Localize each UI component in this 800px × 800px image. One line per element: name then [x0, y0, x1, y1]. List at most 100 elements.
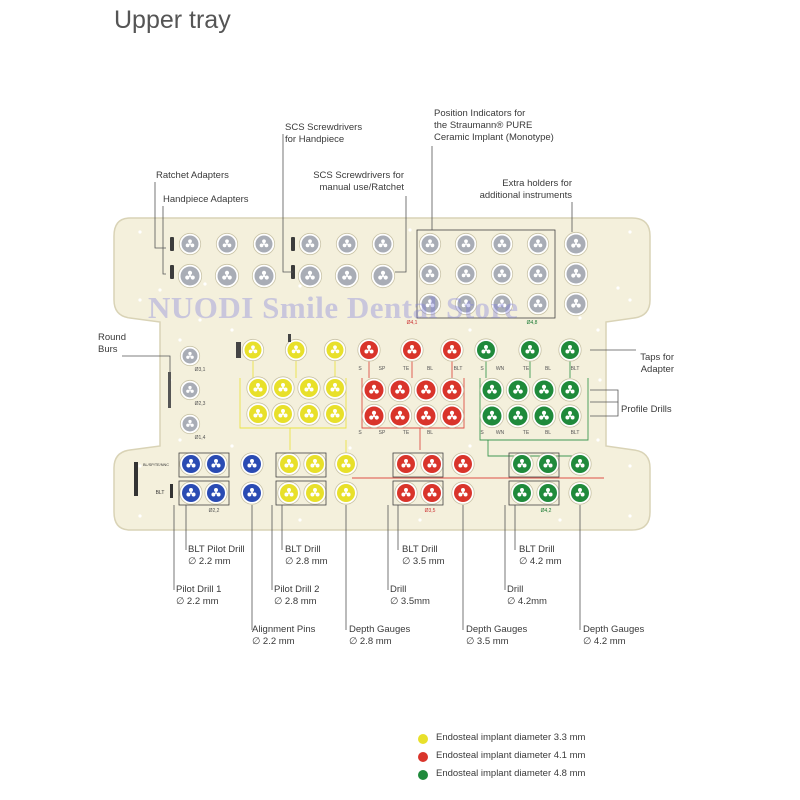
slot-notch: [187, 270, 193, 275]
slot-notch: [190, 355, 194, 359]
red-slot: [357, 338, 381, 362]
slot-notch: [347, 275, 352, 280]
slot-notch: [432, 463, 437, 468]
slot-notch: [489, 384, 495, 389]
green-slot: [558, 404, 582, 428]
slot-notch: [533, 273, 538, 278]
tray-label: TE: [403, 366, 410, 372]
slot-notch: [186, 389, 190, 393]
slot-center: [225, 242, 229, 246]
slot-center: [450, 388, 454, 392]
slot-notch: [536, 269, 540, 274]
tray-dot: [138, 230, 142, 234]
group-box: [275, 480, 327, 506]
slot-notch: [341, 492, 346, 497]
tray-label: SP: [379, 430, 386, 436]
slot-notch: [406, 463, 411, 468]
tray-label: BLT: [454, 366, 463, 372]
slot-notch: [369, 415, 374, 420]
slot-notch: [185, 243, 190, 248]
slot-notch: [315, 463, 320, 468]
slot-notch: [191, 492, 196, 497]
tray-label: Ø4,2: [541, 508, 552, 514]
slot-center: [428, 272, 432, 276]
slot-notch: [186, 423, 190, 427]
slot-notch: [481, 349, 486, 354]
slot-center: [578, 491, 582, 495]
slot-center: [528, 348, 532, 352]
green-slot: [531, 403, 557, 429]
tray-dot: [198, 318, 202, 322]
slot-notch: [517, 492, 522, 497]
yellow-slot: [284, 338, 308, 362]
slot-notch: [308, 239, 312, 244]
slot-notch: [344, 270, 350, 275]
slot-notch: [520, 488, 524, 493]
label-drill-35: Drill∅ 3.5mm: [390, 584, 430, 607]
slot-center: [520, 491, 524, 495]
tray-dot: [468, 328, 472, 332]
slot-notch: [211, 463, 216, 468]
slot-notch: [225, 239, 229, 244]
slot-notch: [294, 345, 298, 350]
slot-center: [461, 491, 465, 495]
position-indicator-slot: [454, 292, 478, 316]
green-slot: [531, 377, 557, 403]
slot-notch: [500, 299, 504, 304]
red-slot: [413, 377, 439, 403]
position-indicator-slot: [526, 232, 550, 256]
slot-notch: [571, 303, 576, 308]
slot-notch: [397, 384, 403, 389]
slot-center: [546, 462, 550, 466]
slot-notch: [224, 270, 230, 275]
slot-center: [464, 302, 468, 306]
group-box: [178, 452, 230, 478]
tray-body: [113, 217, 651, 531]
slot-center: [424, 388, 428, 392]
slot-notch: [247, 463, 252, 468]
slot-notch: [571, 273, 576, 278]
slot-notch: [344, 459, 348, 464]
adapter-glyph: [170, 237, 174, 251]
slot-notch: [538, 243, 543, 248]
slot-notch: [401, 492, 406, 497]
legend-label: Endosteal implant diameter 3.3 mm: [436, 732, 586, 743]
slot-notch: [492, 415, 497, 420]
slot-notch: [400, 389, 405, 394]
slot-notch: [461, 459, 465, 464]
group-box: [508, 480, 560, 506]
label-depth-gauges-42: Depth Gauges∅ 4.2 mm: [583, 624, 645, 647]
slot-notch: [185, 275, 190, 280]
slot-notch: [309, 387, 314, 392]
slot-notch: [528, 345, 532, 350]
slot-notch: [515, 410, 521, 415]
slot-notch: [310, 492, 315, 497]
slot-notch: [464, 299, 468, 304]
adapter-slot: [335, 232, 359, 256]
tray-dot: [596, 438, 600, 442]
slot-notch: [404, 459, 408, 464]
tray-dot: [230, 328, 234, 332]
slot-center: [428, 302, 432, 306]
slot-notch: [253, 387, 258, 392]
tray-dot: [298, 284, 302, 288]
adapter-slot: [370, 263, 396, 289]
tray-label: BLT: [571, 366, 580, 372]
yellow-slot: [277, 452, 301, 476]
slot-center: [344, 462, 348, 466]
slot-center: [461, 462, 465, 466]
green-slot: [558, 338, 582, 362]
slot-center: [333, 386, 337, 390]
red-slot: [387, 403, 413, 429]
slot-notch: [258, 387, 263, 392]
slot-center: [189, 355, 191, 357]
adapter-slot: [371, 232, 395, 256]
slot-notch: [248, 349, 253, 354]
tray-dot: [598, 378, 602, 382]
round-bur-slot: [179, 413, 201, 435]
slot-notch: [304, 413, 309, 418]
slot-notch: [342, 275, 347, 280]
slot-notch: [568, 345, 572, 350]
slot-notch: [253, 349, 258, 354]
slot-notch: [522, 492, 527, 497]
